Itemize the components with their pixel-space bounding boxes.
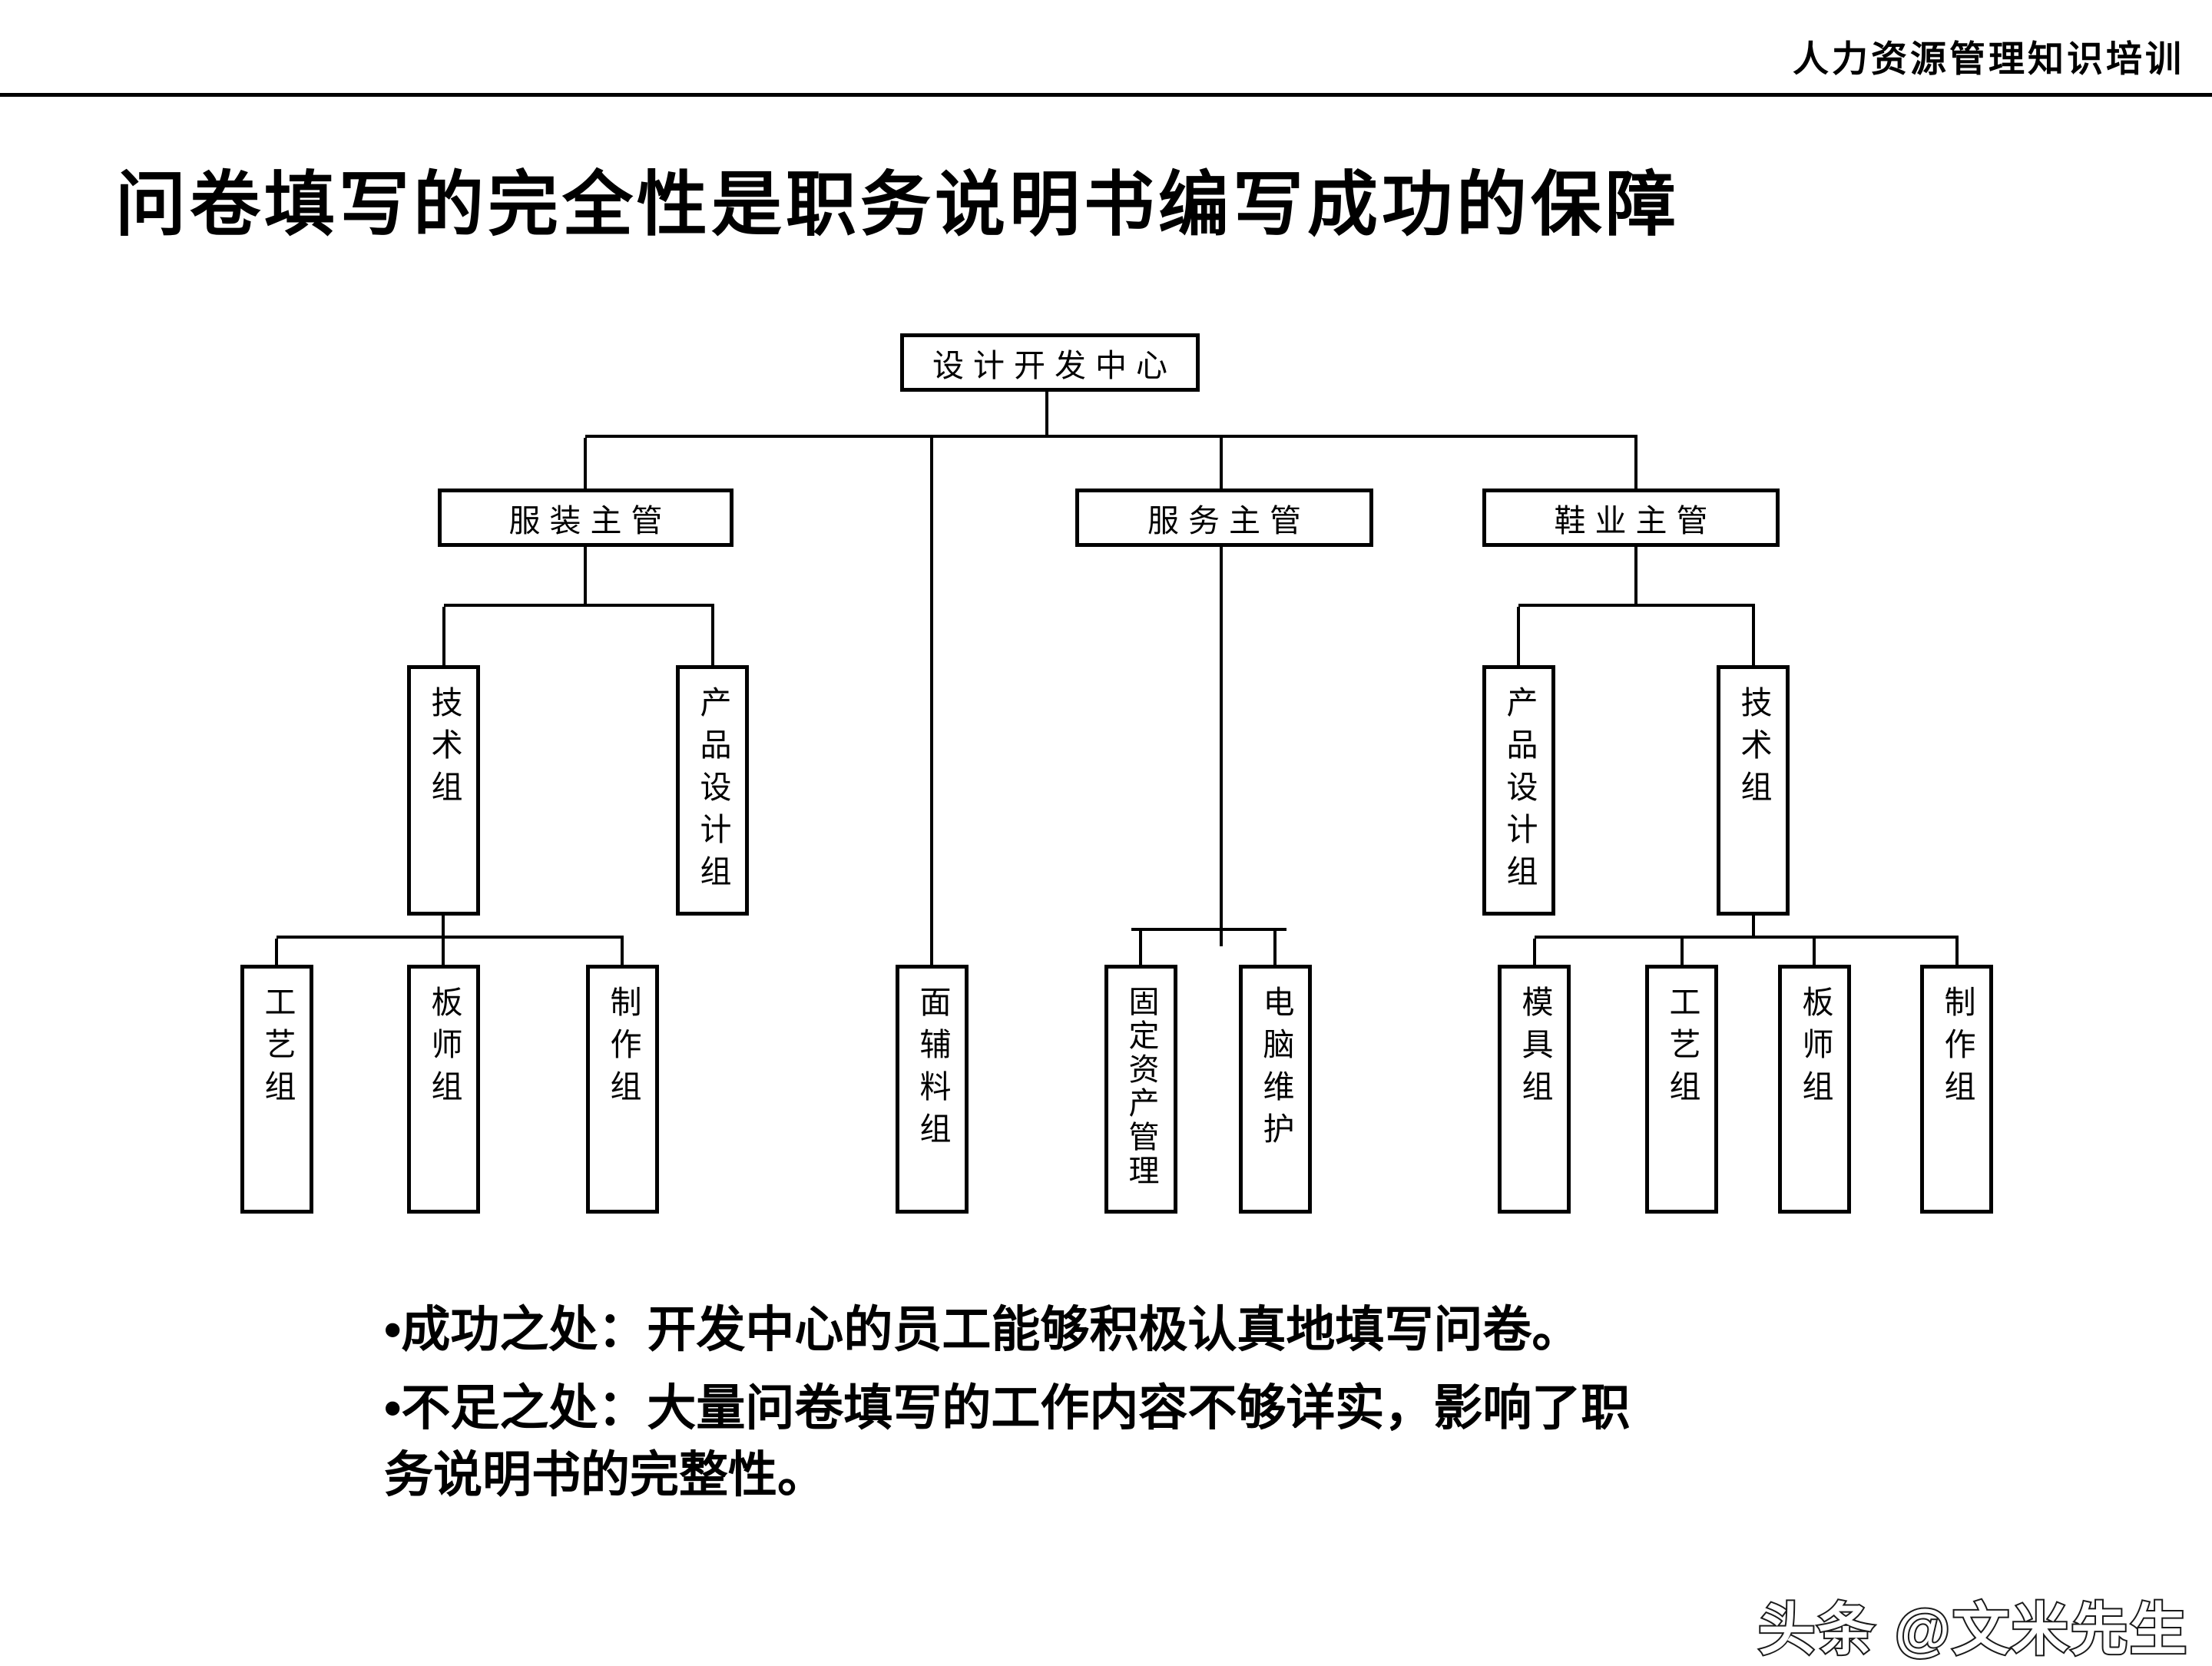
org-node-label: 技术组	[1736, 686, 1771, 813]
connector-footwear-down	[1634, 547, 1637, 607]
org-node-footwear-product-design-group: 产品设计组	[1482, 665, 1555, 916]
connector-drop-clothing	[584, 438, 587, 489]
connector-root-stub	[1045, 390, 1048, 438]
org-node-label: 制作组	[1939, 985, 1975, 1112]
connector-main-horizontal	[585, 435, 1637, 438]
org-node-label: 鞋业主管	[1554, 503, 1717, 538]
note-shortcoming: •不足之处：大量问卷填写的工作内容不够详实，影响了职务说明书的完整性。	[384, 1380, 1631, 1503]
connector-tech-right-drop2	[1681, 939, 1684, 965]
connector-tech-left-down	[442, 916, 445, 939]
org-node-label: 面辅料组	[915, 985, 950, 1154]
org-node-label: 固定资产管理	[1124, 985, 1159, 1188]
org-node-clothing-supervisor: 服装主管	[438, 489, 733, 547]
org-node-label: 板师组	[1797, 985, 1833, 1112]
connector-clothing-left-drop	[442, 607, 445, 665]
watermark: 头条 @文米先生	[1757, 1596, 2189, 1663]
org-node-label: 服务主管	[1147, 503, 1310, 538]
org-node-service-supervisor: 服务主管	[1075, 489, 1373, 547]
org-node-craft-group-left: 工艺组	[240, 965, 313, 1214]
connector-service-left-drop	[1139, 931, 1142, 965]
connector-footwear-left-drop	[1517, 607, 1520, 665]
org-node-fixed-assets-management: 固定资产管理	[1104, 965, 1177, 1214]
org-node-label: 制作组	[605, 985, 641, 1112]
connector-footwear-right-drop	[1752, 607, 1755, 665]
connector-service-stub	[1220, 931, 1223, 946]
connector-tech-right-drop4	[1955, 939, 1959, 965]
org-node-pattern-group-left: 板师组	[407, 965, 480, 1214]
org-node-label: 模具组	[1517, 985, 1552, 1112]
org-node-label: 工艺组	[260, 985, 295, 1112]
connector-tech-left-horizontal	[276, 936, 624, 939]
connector-clothing-down	[584, 547, 587, 607]
connector-clothing-horizontal	[444, 604, 714, 607]
org-node-fabric-materials-group: 面辅料组	[896, 965, 969, 1214]
page-title: 问卷填写的完全性是职务说明书编写成功的保障	[115, 166, 1681, 244]
connector-service-right-drop	[1273, 931, 1277, 965]
connector-drop-service	[1220, 438, 1223, 489]
connector-service-horizontal	[1131, 928, 1286, 931]
org-node-label: 产品设计组	[695, 686, 730, 897]
connector-service-down-long	[1220, 547, 1223, 931]
connector-tech-left-drop3	[621, 939, 624, 965]
org-node-craft-group-right: 工艺组	[1645, 965, 1718, 1214]
org-node-clothing-tech-group: 技术组	[407, 665, 480, 916]
org-node-production-group-left: 制作组	[586, 965, 659, 1214]
org-node-label: 产品设计组	[1502, 686, 1537, 897]
connector-tech-left-drop1	[275, 939, 278, 965]
note-success: •成功之处：开发中心的员工能够积极认真地填写问卷。	[384, 1302, 1581, 1357]
connector-tech-right-drop1	[1533, 939, 1536, 965]
org-node-label: 设计开发中心	[932, 348, 1177, 383]
header-title: 人力资源管理知识培训	[1793, 38, 2184, 79]
org-node-label: 板师组	[426, 985, 462, 1112]
org-node-pattern-group-right: 板师组	[1778, 965, 1851, 1214]
connector-clothing-right-drop	[711, 607, 714, 665]
org-node-production-group-right: 制作组	[1920, 965, 1993, 1214]
org-node-computer-maintenance: 电脑维护	[1239, 965, 1312, 1214]
connector-tech-right-down	[1752, 916, 1755, 939]
org-node-label: 服装主管	[508, 503, 672, 538]
connector-drop-fabric-long	[930, 438, 933, 965]
org-node-footwear-supervisor: 鞋业主管	[1482, 489, 1780, 547]
org-node-clothing-product-design-group: 产品设计组	[676, 665, 749, 916]
org-node-design-dev-center: 设计开发中心	[900, 333, 1200, 392]
org-node-mold-group: 模具组	[1498, 965, 1571, 1214]
org-node-label: 技术组	[426, 686, 462, 813]
header-rule	[0, 93, 2212, 97]
connector-footwear-horizontal	[1518, 604, 1755, 607]
org-node-label: 工艺组	[1664, 985, 1700, 1112]
connector-tech-right-horizontal	[1535, 936, 1959, 939]
connector-drop-footwear	[1634, 438, 1637, 489]
connector-tech-right-drop3	[1813, 939, 1816, 965]
connector-tech-left-drop2	[442, 939, 445, 965]
org-node-footwear-tech-group: 技术组	[1717, 665, 1790, 916]
org-node-label: 电脑维护	[1258, 985, 1293, 1154]
